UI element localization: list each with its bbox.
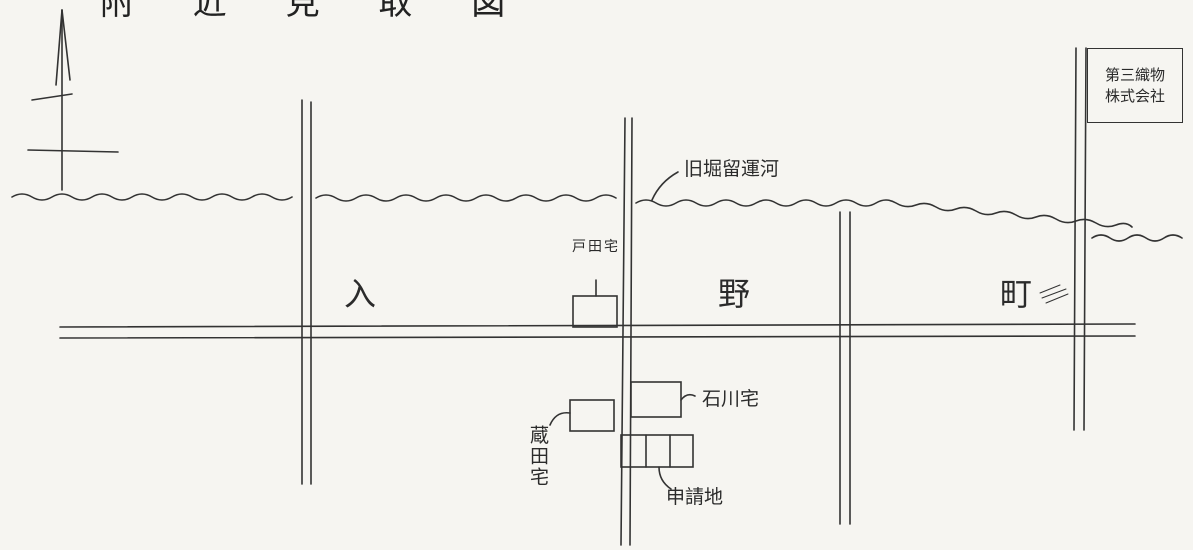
- street-line: [1083, 47, 1087, 431]
- main-road-edge: [59, 335, 1136, 339]
- district-char-iri: 入: [344, 275, 377, 313]
- district-char-no: 野: [718, 275, 751, 313]
- applicant-lot: [620, 434, 694, 468]
- canal-line: [315, 194, 617, 202]
- company-name-line2: 株式会社: [1104, 86, 1165, 105]
- street-line: [629, 117, 633, 546]
- house-label-left: 戸田宅: [572, 239, 620, 255]
- canal-label: 旧堀留運河: [684, 158, 780, 180]
- house-box-kurata: [569, 399, 615, 432]
- north-arrow-icon: [27, 9, 119, 191]
- applicant-site-label: 申請地: [666, 486, 724, 508]
- canal-line: [11, 193, 293, 201]
- street-line: [1073, 47, 1077, 431]
- house-box-ishikawa: [630, 381, 682, 418]
- street-line: [620, 117, 626, 546]
- district-char-machi: 町: [1000, 275, 1033, 313]
- map-title: 附 近 見 取 図: [100, 0, 530, 23]
- house-label-ishikawa: 石川宅: [702, 388, 760, 410]
- company-name-line1: 第三織物: [1104, 65, 1165, 84]
- company-sign: 第三織物 株式会社: [1087, 48, 1183, 123]
- house-label-kurata: 蔵田宅: [527, 425, 549, 488]
- main-road-edge: [59, 323, 1136, 328]
- house-box-left: [572, 295, 618, 328]
- canal-line: [1091, 234, 1183, 242]
- canal-line: [635, 199, 1133, 228]
